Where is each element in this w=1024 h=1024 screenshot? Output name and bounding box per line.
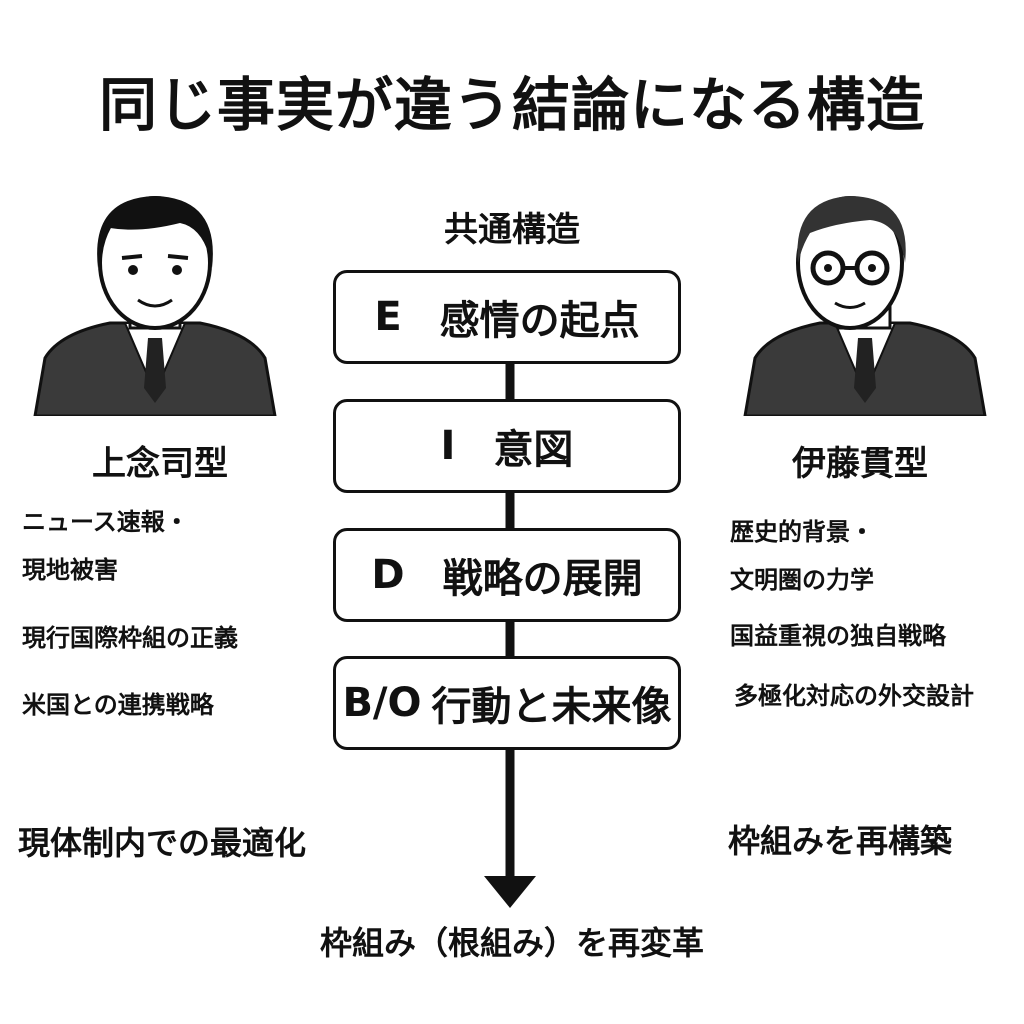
- right-type-label: 伊藤貫型: [792, 444, 928, 484]
- step-code: B/O: [342, 680, 422, 726]
- step-code: E: [374, 294, 402, 340]
- step-label: 意図: [493, 427, 574, 473]
- older-man-illustration: [743, 196, 987, 416]
- left-item: 現行国際枠組の正義: [22, 624, 238, 652]
- left-item: 現地被害: [22, 556, 118, 584]
- step-box-i: I 意図: [333, 399, 681, 493]
- step-label: 行動と未来像: [431, 684, 672, 730]
- left-item: ニュース速報・: [22, 508, 189, 536]
- step-label: 戦略の展開: [442, 556, 643, 602]
- left-item: 米国との連携戦略: [22, 691, 214, 719]
- step-code: D: [371, 552, 405, 598]
- page-title: 同じ事実が違う結論になる構造: [98, 71, 925, 139]
- right-item: 歴史的背景・: [730, 518, 874, 546]
- right-item: 文明圏の力学: [730, 566, 874, 594]
- left-conclusion: 現体制内での最適化: [18, 824, 307, 862]
- step-label: 感情の起点: [439, 298, 640, 344]
- right-item: 多極化対応の外交設計: [734, 682, 974, 710]
- step-box-d: D 戦略の展開: [333, 528, 681, 622]
- young-man-illustration: [33, 196, 277, 416]
- step-box-bo: B/O 行動と未来像: [333, 656, 681, 750]
- right-item: 国益重視の独自戦略: [730, 622, 946, 650]
- result-text: 枠組み（根組み）を再変革: [319, 924, 704, 962]
- left-type-label: 上念司型: [92, 444, 228, 484]
- step-code: I: [440, 423, 456, 469]
- step-box-e: E 感情の起点: [333, 270, 681, 364]
- right-conclusion: 枠組みを再構築: [728, 822, 953, 860]
- common-structure-heading: 共通構造: [444, 210, 580, 250]
